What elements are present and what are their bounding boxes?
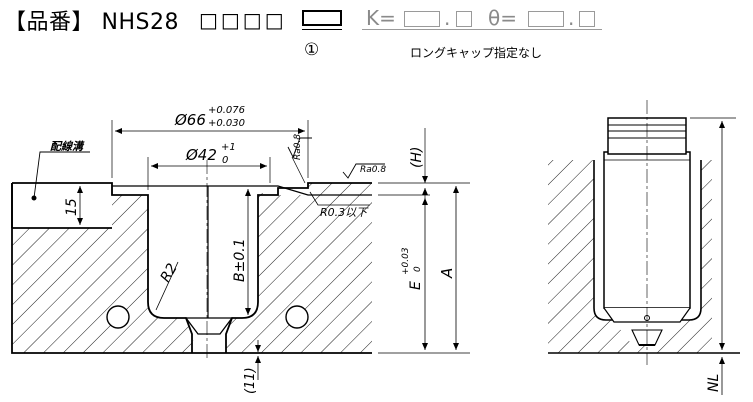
dim-b: B±0.1: [232, 238, 248, 282]
theta-decimal-box: [579, 11, 595, 27]
installed-view: NL: [548, 100, 740, 395]
installed-body-hatching: [548, 160, 712, 353]
k-integer-box: [404, 11, 440, 27]
r2-leader: [155, 261, 179, 311]
option-box: [302, 10, 342, 26]
option-number-marker: ①: [304, 40, 320, 60]
dim-r2: R2: [158, 261, 181, 285]
k-label: K=: [366, 6, 396, 30]
dim-dia42: Ø42: [185, 146, 217, 164]
dim-h: (H): [409, 147, 425, 168]
roughness-leader: [291, 156, 306, 184]
dim-dia42-tol-upper: +1: [221, 142, 236, 153]
dim-a: A: [438, 268, 456, 279]
long-cap-note: ロングキャップ指定なし: [410, 46, 543, 60]
ra-left: Ra0.8: [293, 134, 303, 160]
option-underline: [302, 29, 342, 30]
k-decimal-point: .: [444, 6, 451, 30]
dim-e-tol-upper: +0.03: [401, 247, 411, 275]
body-outline: [11, 182, 372, 354]
dim-e: E: [408, 281, 424, 290]
flange-step: [111, 185, 372, 196]
side-hole-left: [106, 305, 130, 329]
k-theta-underline: [362, 29, 602, 30]
dim-dia66-tol-lower: +0.030: [208, 118, 245, 129]
dim-15: 15: [64, 198, 80, 216]
dim-e-tol-lower: 0: [413, 266, 423, 272]
dim-dia66: Ø66: [174, 111, 206, 129]
bottom-cone: [184, 317, 234, 335]
dim-nl: NL: [706, 374, 722, 392]
r03-leader: [309, 191, 370, 206]
groove-leader: [33, 151, 90, 199]
theta-decimal-point: .: [568, 6, 575, 30]
wiring-groove-label: 配線溝: [50, 140, 85, 153]
k-decimal-box: [456, 11, 472, 27]
dim-dia66-tol-upper: +0.076: [208, 105, 245, 116]
body-hatching: [12, 183, 372, 353]
dim-r03: R0.3以下: [320, 206, 369, 219]
theta-integer-box: [528, 11, 564, 27]
theta-label: θ=: [488, 6, 517, 30]
roughness-symbol: [287, 137, 312, 159]
ra-right: Ra0.8: [360, 165, 386, 175]
section-view: Ø66 +0.076 +0.030 Ø42 +1 0 Ra0.8 Ra0.8 (…: [11, 105, 470, 394]
roughness-symbol: [342, 163, 385, 179]
dim-11: (11): [243, 367, 258, 394]
side-hole-right: [285, 305, 309, 329]
part-number-title: 【品番】 NHS28: [4, 10, 179, 35]
part-code-boxes: □□□□: [199, 8, 287, 32]
dim-dia42-tol-lower: 0: [222, 155, 228, 166]
